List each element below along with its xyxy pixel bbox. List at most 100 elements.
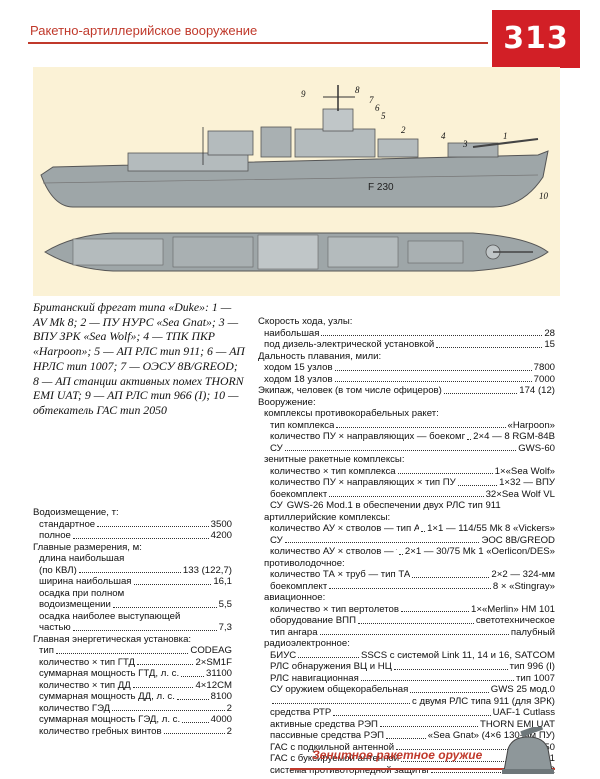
spec-value: 1×«Merlin» HM 101 bbox=[471, 603, 555, 615]
spec-row: Дальность плавания, мили: bbox=[258, 351, 555, 363]
spec-value: 7,3 bbox=[218, 622, 232, 633]
spec-row: количество ПУ × направляющих — боекомпле… bbox=[258, 431, 555, 443]
callout-10: 10 bbox=[539, 191, 549, 201]
spec-label: количество × тип ДД bbox=[39, 679, 131, 691]
callout-8: 8 bbox=[355, 85, 360, 95]
spec-value: 2 bbox=[226, 702, 232, 714]
leader-dots bbox=[284, 450, 517, 451]
spec-value: 2×1 — 30/75 Mk 1 «Oerlicon/DES» bbox=[404, 546, 555, 557]
footer-divider bbox=[290, 768, 555, 770]
spec-value: 2×4 — 8 RGM-84B bbox=[473, 431, 555, 442]
spec-value: 15 bbox=[544, 339, 555, 350]
spec-label: стандартное bbox=[39, 518, 96, 530]
spec-value: 7000 bbox=[533, 373, 555, 385]
leader-dots bbox=[393, 668, 508, 670]
spec-label: боекомплект bbox=[270, 488, 328, 500]
spec-label: количество АУ × стволов — тип АУ bbox=[270, 523, 420, 534]
leader-dots bbox=[97, 526, 209, 527]
callouts: 1 2 3 4 5 6 7 8 9 10 bbox=[301, 85, 549, 201]
spec-label: комплексы противокорабельных ракет: bbox=[264, 408, 439, 419]
spec-row: тип комплекса«Harpoon» bbox=[258, 420, 555, 432]
spec-row: (по КВЛ) 133 (122,7) bbox=[33, 565, 232, 577]
spec-label: система противоторпедной защиты bbox=[270, 764, 429, 776]
spec-row: Главная энергетическая установка: bbox=[33, 634, 232, 646]
spec-label: количество ПУ × направляющих — боекомпле… bbox=[270, 431, 466, 442]
callout-5: 5 bbox=[381, 111, 386, 121]
spec-row: противолодочное: bbox=[258, 558, 555, 570]
hull-number: F 230 bbox=[368, 182, 394, 193]
spec-label: полное bbox=[39, 530, 71, 541]
spec-row: активные средства РЭП THORN EMI UAT bbox=[258, 719, 555, 731]
spec-label: количество ПУ × направляющих × тип ПУ bbox=[270, 477, 456, 488]
spec-value: 2×2 — 324-мм bbox=[491, 569, 555, 580]
spec-label: СУ bbox=[270, 500, 283, 511]
spec-label: Дальность плавания, мили: bbox=[258, 350, 382, 362]
spec-value: 8100 bbox=[210, 691, 232, 702]
section-title: Ракетно-артиллерийское вооружение bbox=[30, 23, 258, 38]
spec-label: тип bbox=[39, 645, 54, 656]
leader-dots bbox=[181, 675, 205, 677]
spec-value: 16,1 bbox=[213, 576, 232, 587]
spec-label: (по КВЛ) bbox=[39, 564, 77, 576]
spec-label: РЛС обнаружения ВЦ и НЦ bbox=[270, 661, 392, 672]
spec-label: Вооружение: bbox=[258, 396, 316, 408]
spec-row: пассивные средства РЭП«Sea Gnat» (4×6 13… bbox=[258, 730, 555, 742]
spec-label: средства РТР bbox=[270, 707, 332, 718]
leader-dots bbox=[132, 687, 194, 688]
spec-row: Скорость хода, узлы: bbox=[258, 316, 555, 328]
spec-label: РЛС навигационная bbox=[270, 672, 359, 684]
spec-row: Главные размерения, м: bbox=[33, 542, 232, 554]
spec-value: GWS 25 мод.0 bbox=[490, 684, 555, 695]
leader-dots bbox=[360, 680, 515, 681]
spec-label: количество × тип вертолетов bbox=[270, 603, 399, 615]
spec-label: наибольшая bbox=[264, 327, 320, 339]
spec-value: 133 (122,7) bbox=[182, 564, 232, 576]
leader-dots bbox=[467, 438, 472, 440]
spec-value: с двумя РЛС типа 911 (для ЗРК) bbox=[412, 695, 555, 707]
spec-value: 28 bbox=[544, 327, 555, 339]
spec-label: оборудование ВПП bbox=[270, 615, 356, 626]
spec-row: Водоизмещение, т: bbox=[33, 507, 232, 519]
spec-label: длина наибольшая bbox=[39, 553, 125, 564]
spec-row: количество × тип вертолетов 1×«Merlin» HM… bbox=[258, 604, 555, 616]
leader-dots bbox=[436, 346, 543, 348]
spec-label: осадка наиболее выступающей bbox=[39, 610, 181, 622]
leader-dots bbox=[334, 369, 532, 371]
spec-label: количество АУ × стволов — тип АУ bbox=[270, 546, 397, 557]
spec-label: ГАС с подкильной антенной bbox=[270, 741, 395, 753]
leader-dots bbox=[319, 634, 509, 635]
leader-dots bbox=[78, 572, 181, 573]
spec-label: активные средства РЭП bbox=[270, 718, 378, 730]
leader-dots bbox=[412, 576, 490, 578]
leader-dots bbox=[333, 714, 491, 716]
spec-row: артиллерийские комплексы: bbox=[258, 512, 555, 524]
spec-label: авиационное: bbox=[264, 592, 326, 603]
spec-row: суммарная мощность ГЭД, л. с.4000 bbox=[33, 714, 232, 726]
spec-value: SSCS с системой Link 11, 14 и 16, SATCOM bbox=[360, 649, 555, 661]
spec-row: суммарная мощность ГТД, л. с.31100 bbox=[33, 668, 232, 680]
leader-dots bbox=[396, 749, 515, 750]
spec-label: ходом 18 узлов bbox=[264, 373, 333, 385]
spec-label: Скорость хода, узлы: bbox=[258, 316, 353, 327]
spec-label: количество ТА × труб — тип ТА bbox=[270, 569, 411, 580]
gun-turret-icon bbox=[502, 727, 554, 774]
leader-dots bbox=[72, 629, 217, 631]
spec-row: количество ТА × труб — тип ТА 2×2 — 324-м… bbox=[258, 569, 555, 581]
callout-1: 1 bbox=[503, 131, 508, 141]
ship-drawing: F 230 1 2 3 4 5 6 7 8 9 10 bbox=[40, 85, 549, 272]
spec-value: THORN EMI UAT bbox=[480, 718, 555, 730]
leader-dots bbox=[430, 772, 520, 773]
spec-value: тип 996 (I) bbox=[509, 661, 555, 672]
leader-dots bbox=[112, 710, 225, 711]
spec-value: 5,5 bbox=[218, 599, 232, 610]
